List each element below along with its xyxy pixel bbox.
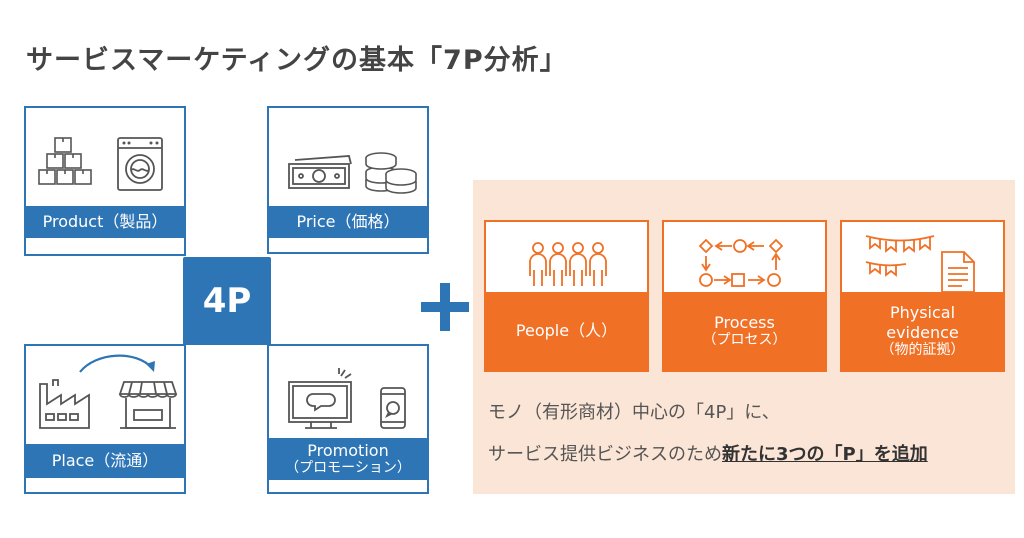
note-line-2: サービス提供ビジネスのため新たに3つの「P」を追加 <box>488 440 928 466</box>
document-icon <box>941 251 975 293</box>
page-title: サービスマーケティングの基本「7P分析」 <box>26 45 568 76</box>
people-label: People（人） <box>486 292 647 370</box>
process-flow-icon <box>698 238 784 287</box>
washing-machine-icon <box>117 137 163 191</box>
process-label-main: Process <box>714 313 775 332</box>
factory-icon <box>39 379 90 429</box>
price-box: Price（価格） <box>267 106 429 254</box>
store-icon <box>118 381 178 429</box>
physical-label-main: Physical <box>889 303 956 323</box>
plus-icon <box>421 283 469 331</box>
promotion-label-main: Promotion <box>307 441 389 460</box>
promotion-label: Promotion （プロモーション） <box>269 438 427 480</box>
smartphone-icon <box>380 387 406 429</box>
process-label-sub: （プロセス） <box>702 332 787 349</box>
product-box: Product（製品） <box>24 106 186 256</box>
people-group-icon <box>529 242 607 286</box>
bunting-icon <box>865 235 935 277</box>
process-label: Process （プロセス） <box>664 292 825 370</box>
promotion-box: Promotion （プロモーション） <box>267 344 429 494</box>
promotion-label-sub: （プロモーション） <box>285 460 411 477</box>
note-line-2-plain: サービス提供ビジネスのため <box>488 444 722 465</box>
physical-label-sub1: evidence <box>886 322 959 342</box>
physical-evidence-label: Physical evidence （物的証拠） <box>842 292 1003 370</box>
boxes-icon <box>38 137 92 185</box>
banknote-icon <box>288 155 352 189</box>
note-line-1: モノ（有形商材）中心の「4P」に、 <box>488 402 780 423</box>
process-box: Process （プロセス） <box>662 220 827 372</box>
note-line-2-emphasis: 新たに3つの「P」を追加 <box>722 444 928 465</box>
physical-evidence-box: Physical evidence （物的証拠） <box>840 220 1005 372</box>
arrow-icon <box>79 354 155 373</box>
place-label: Place（流通） <box>26 444 184 478</box>
coins-icon <box>365 152 417 194</box>
product-label: Product（製品） <box>26 206 184 238</box>
place-box: Place（流通） <box>24 344 186 494</box>
center-4p-badge: 4P <box>183 257 271 345</box>
monitor-icon <box>288 368 352 429</box>
physical-label-sub2: （物的証拠） <box>880 341 965 358</box>
people-box: People（人） <box>484 220 649 372</box>
price-label: Price（価格） <box>269 206 427 238</box>
